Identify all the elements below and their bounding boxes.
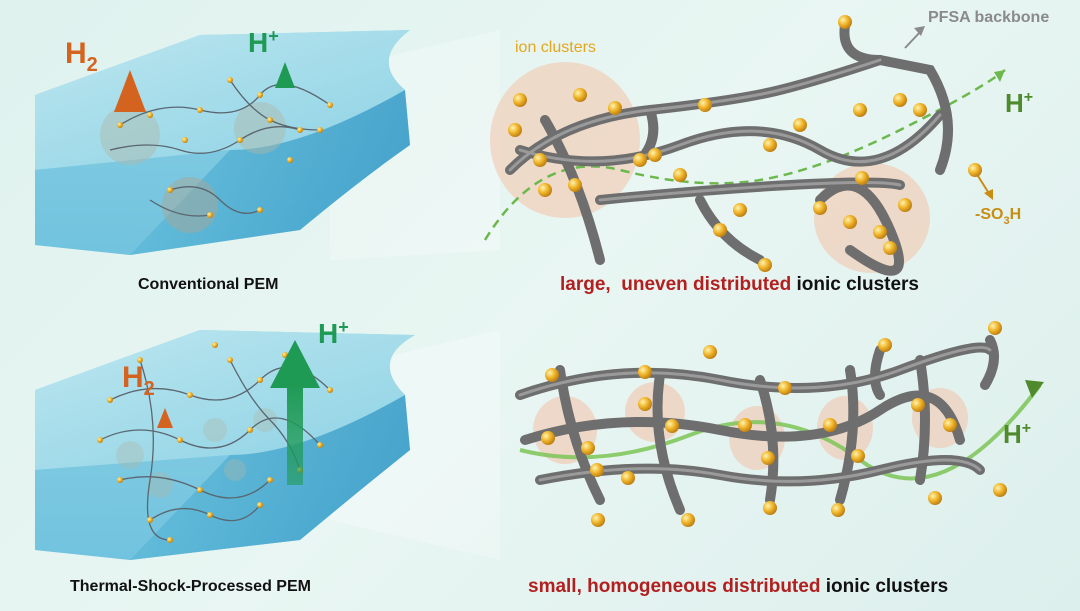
description-bottom-rest: ionic clusters [820, 576, 949, 597]
h2-arrow-top [114, 70, 146, 250]
hplus-label-bottom-right: H+ [1003, 419, 1031, 449]
description-bottom-highlight: small, homogeneous distributed [528, 576, 821, 597]
zoom-thermal-shock [515, 321, 1044, 527]
h2-label-top: H2 [65, 37, 98, 76]
caption-conventional-pem: Conventional PEM [138, 276, 279, 293]
description-top-highlight: large, uneven distributed [560, 274, 792, 295]
description-bottom: small, homogeneous distributed ionic clu… [528, 576, 948, 598]
hplus-arrow-top-left [275, 62, 295, 205]
hplus-label-bottom-left: H+ [318, 317, 349, 349]
h2-label-bottom: H2 [122, 361, 155, 400]
h2-arrow-bottom [157, 408, 173, 565]
pfsa-backbone-label: PFSA backbone [928, 9, 1049, 26]
description-top: large, uneven distributed ionic clusters [560, 274, 919, 296]
ion-clusters-label: ion clusters [515, 39, 596, 56]
caption-thermal-shock-pem: Thermal-Shock-Processed PEM [70, 578, 311, 595]
hplus-label-top-right: H+ [1005, 88, 1033, 118]
hplus-label-top-left: H+ [248, 26, 279, 58]
description-top-rest: ionic clusters [791, 274, 919, 295]
membrane-slab-thermal-shock [35, 330, 415, 560]
hplus-arrow-bottom-left [270, 340, 320, 485]
so3h-label: -SO3H [975, 206, 1021, 227]
zoom-conventional [483, 15, 1006, 276]
